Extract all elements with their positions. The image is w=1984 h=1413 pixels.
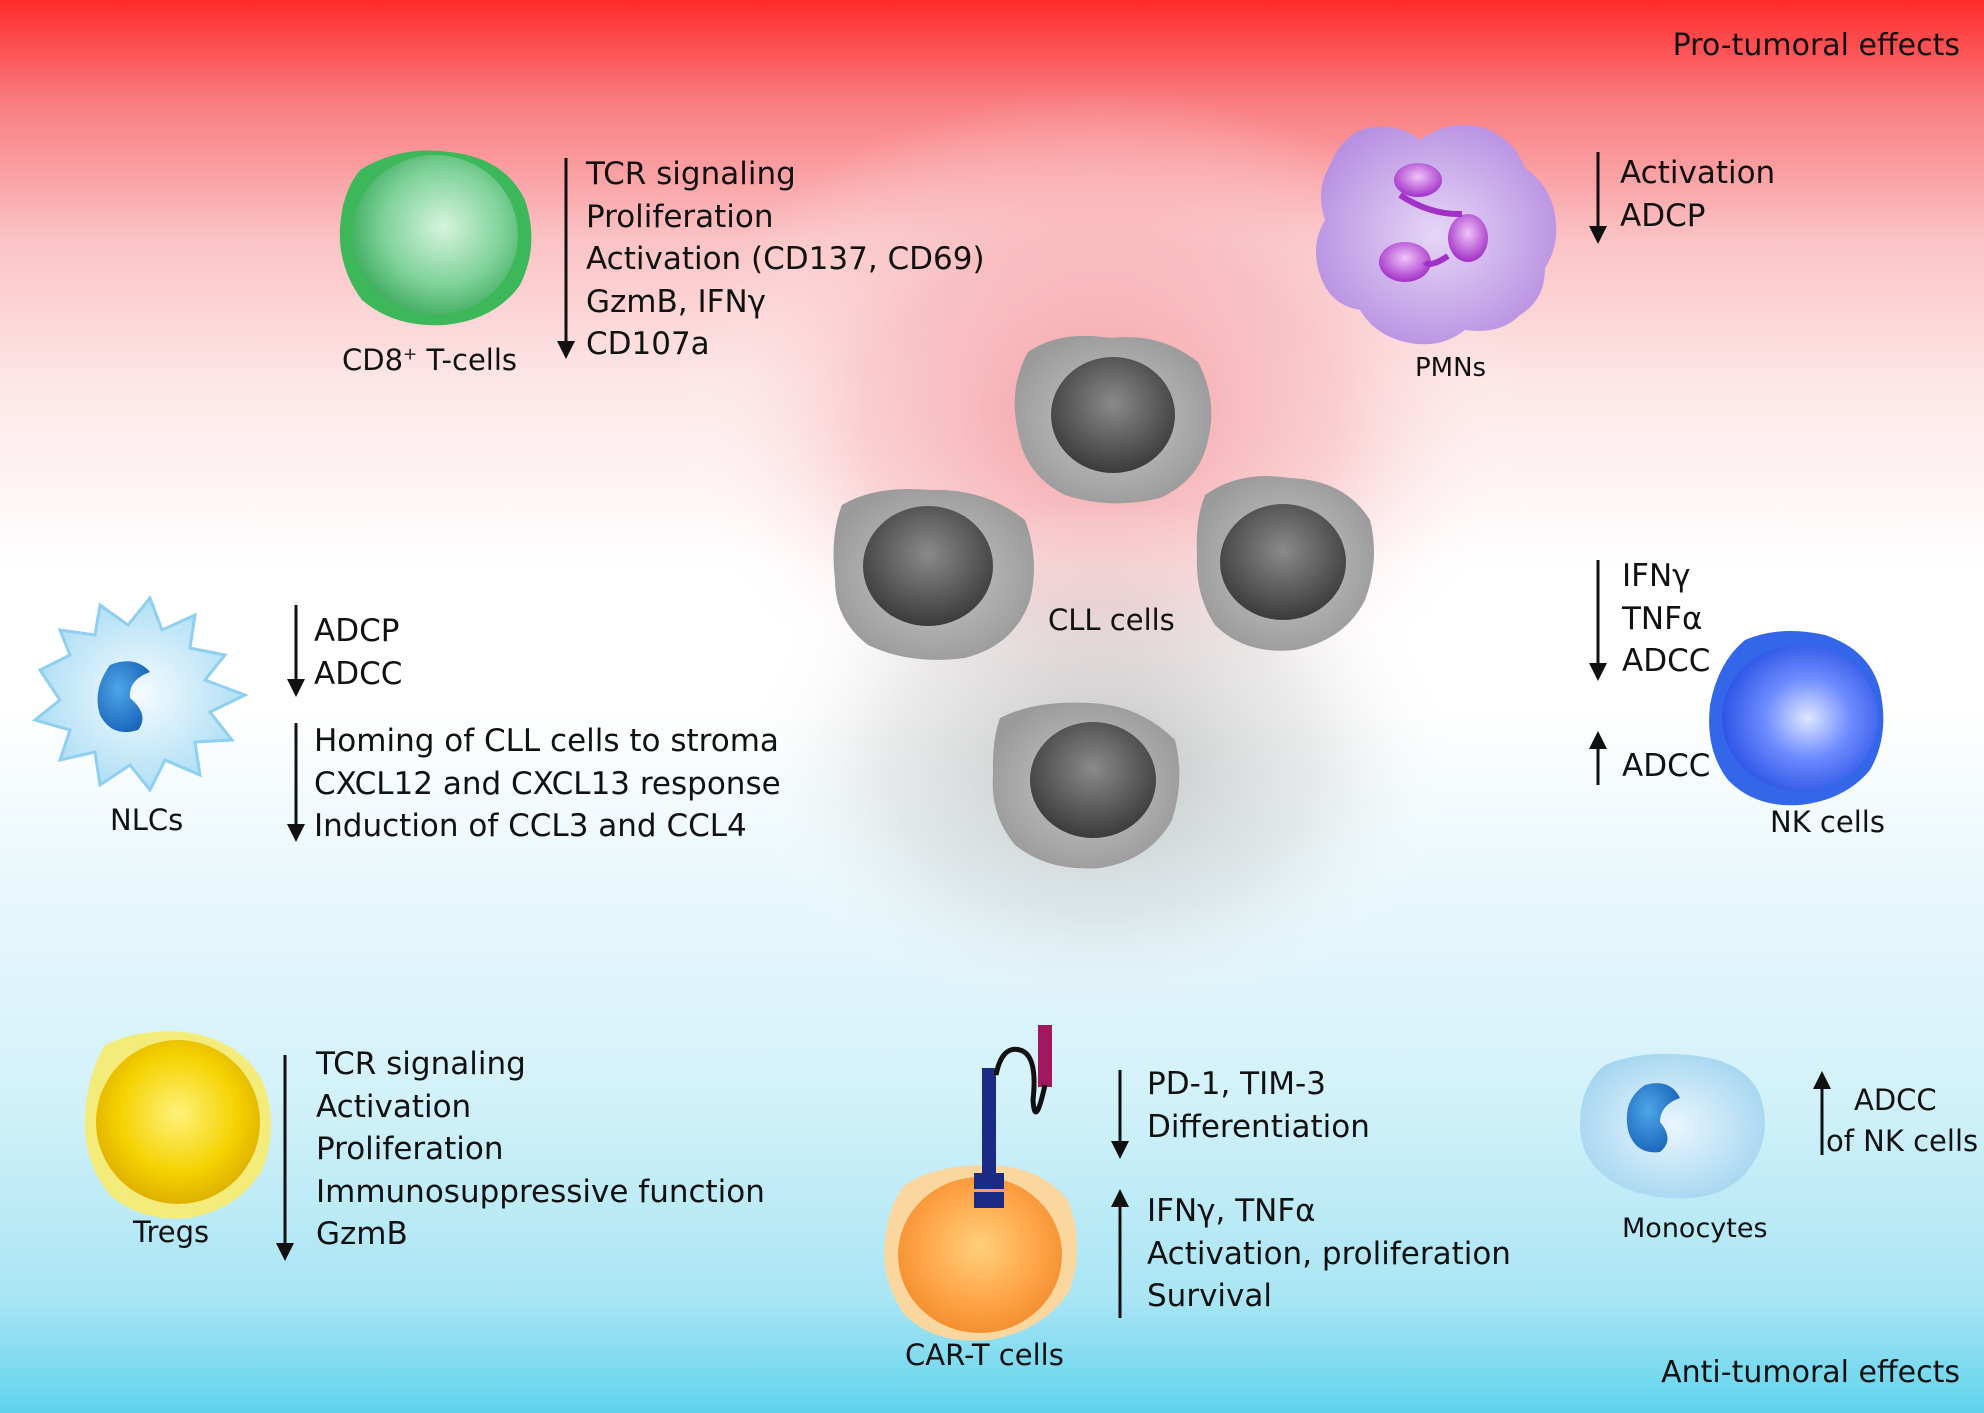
nlcs-effect: Induction of CCL3 and CCL4 [314, 808, 747, 844]
monocytes-effect: ADCC [1854, 1083, 1937, 1117]
pro-tumoral-label: Pro-tumoral effects [1672, 28, 1960, 63]
cd8-effect: Activation (CD137, CD69) [586, 241, 985, 277]
cart-effect: Activation, proliferation [1147, 1235, 1511, 1272]
monocytes-label: Monocytes [1622, 1213, 1768, 1244]
nlcs-effect: Homing of CLL cells to stroma [314, 723, 779, 759]
monocytes-effect: of NK cells [1826, 1124, 1979, 1158]
nlcs-effect: ADCP [314, 613, 400, 649]
pmns-effects-list: Activation ADCP [1620, 152, 1775, 237]
anti-tumoral-label: Anti-tumoral effects [1661, 1355, 1960, 1390]
cart-effect: Differentiation [1147, 1108, 1370, 1145]
tregs-label: Tregs [133, 1215, 210, 1249]
cd8-effects-list: TCR signaling Proliferation Activation (… [586, 153, 985, 366]
nk-effect: ADCC [1622, 748, 1711, 784]
cart-effect: PD-1, TIM-3 [1147, 1066, 1326, 1102]
cart-effects-list-2: IFNγ, TNFα Activation, proliferation Sur… [1147, 1190, 1511, 1318]
nlcs-effect: ADCC [314, 655, 403, 692]
cd8-effect: Proliferation [586, 198, 774, 235]
car-t-cell [884, 1025, 1078, 1341]
tregs-effect: TCR signaling [316, 1046, 526, 1082]
tregs-effect: Immunosuppressive function [316, 1173, 765, 1210]
cart-effect: IFNγ, TNFα [1147, 1193, 1316, 1229]
cart-effects-list-1: PD-1, TIM-3 Differentiation [1147, 1063, 1370, 1148]
cd8-effect: TCR signaling [586, 156, 796, 192]
cll-cells-label: CLL cells [1048, 603, 1175, 637]
nk-effect: IFNγ [1622, 558, 1691, 594]
nk-effects-list-1: IFNγ TNFα ADCC [1622, 555, 1710, 683]
cll-cell-top [1014, 335, 1212, 504]
pmns-label: PMNs [1415, 353, 1487, 383]
nlcs-effects-list-2: Homing of CLL cells to stroma CXCL12 and… [314, 720, 781, 848]
nk-cells-label: NK cells [1770, 805, 1885, 839]
nk-effect: ADCC [1622, 643, 1711, 679]
cll-cell-bottom [992, 702, 1180, 869]
tregs-effect: GzmB [316, 1216, 408, 1252]
cart-effect: Survival [1147, 1278, 1272, 1314]
cd8-effect: GzmB, IFNγ [586, 283, 766, 320]
monocytes-effects-list: ADCC of NK cells [1826, 1080, 1978, 1162]
nk-cell [1709, 631, 1884, 806]
tregs-effect: Proliferation [316, 1131, 504, 1167]
cd8-t-cell [339, 150, 532, 326]
nk-effects-list-2: ADCC [1622, 745, 1710, 788]
nk-effect: TNFα [1622, 600, 1703, 637]
tregs-effect: Activation [316, 1088, 472, 1125]
treg-cell [84, 1031, 271, 1219]
cll-cell-left [833, 489, 1034, 660]
nlcs-effects-list-1: ADCP ADCC [314, 610, 402, 695]
monocyte-cell [1580, 1053, 1765, 1199]
nlc-cell [31, 595, 249, 793]
cd8-t-cells-label: CD8+ T-cells [342, 343, 518, 377]
pmn-cell [1316, 124, 1557, 345]
tregs-effects-list: TCR signaling Activation Proliferation I… [316, 1043, 765, 1256]
car-t-cells-label: CAR-T cells [905, 1338, 1064, 1372]
pmns-effect: ADCP [1620, 197, 1706, 234]
cll-cell-right [1196, 476, 1374, 651]
nlcs-label: NLCs [110, 803, 184, 837]
cd8-effect: CD107a [586, 326, 710, 362]
nlcs-effect: CXCL12 and CXCL13 response [314, 765, 781, 802]
pmns-effect: Activation [1620, 155, 1776, 191]
